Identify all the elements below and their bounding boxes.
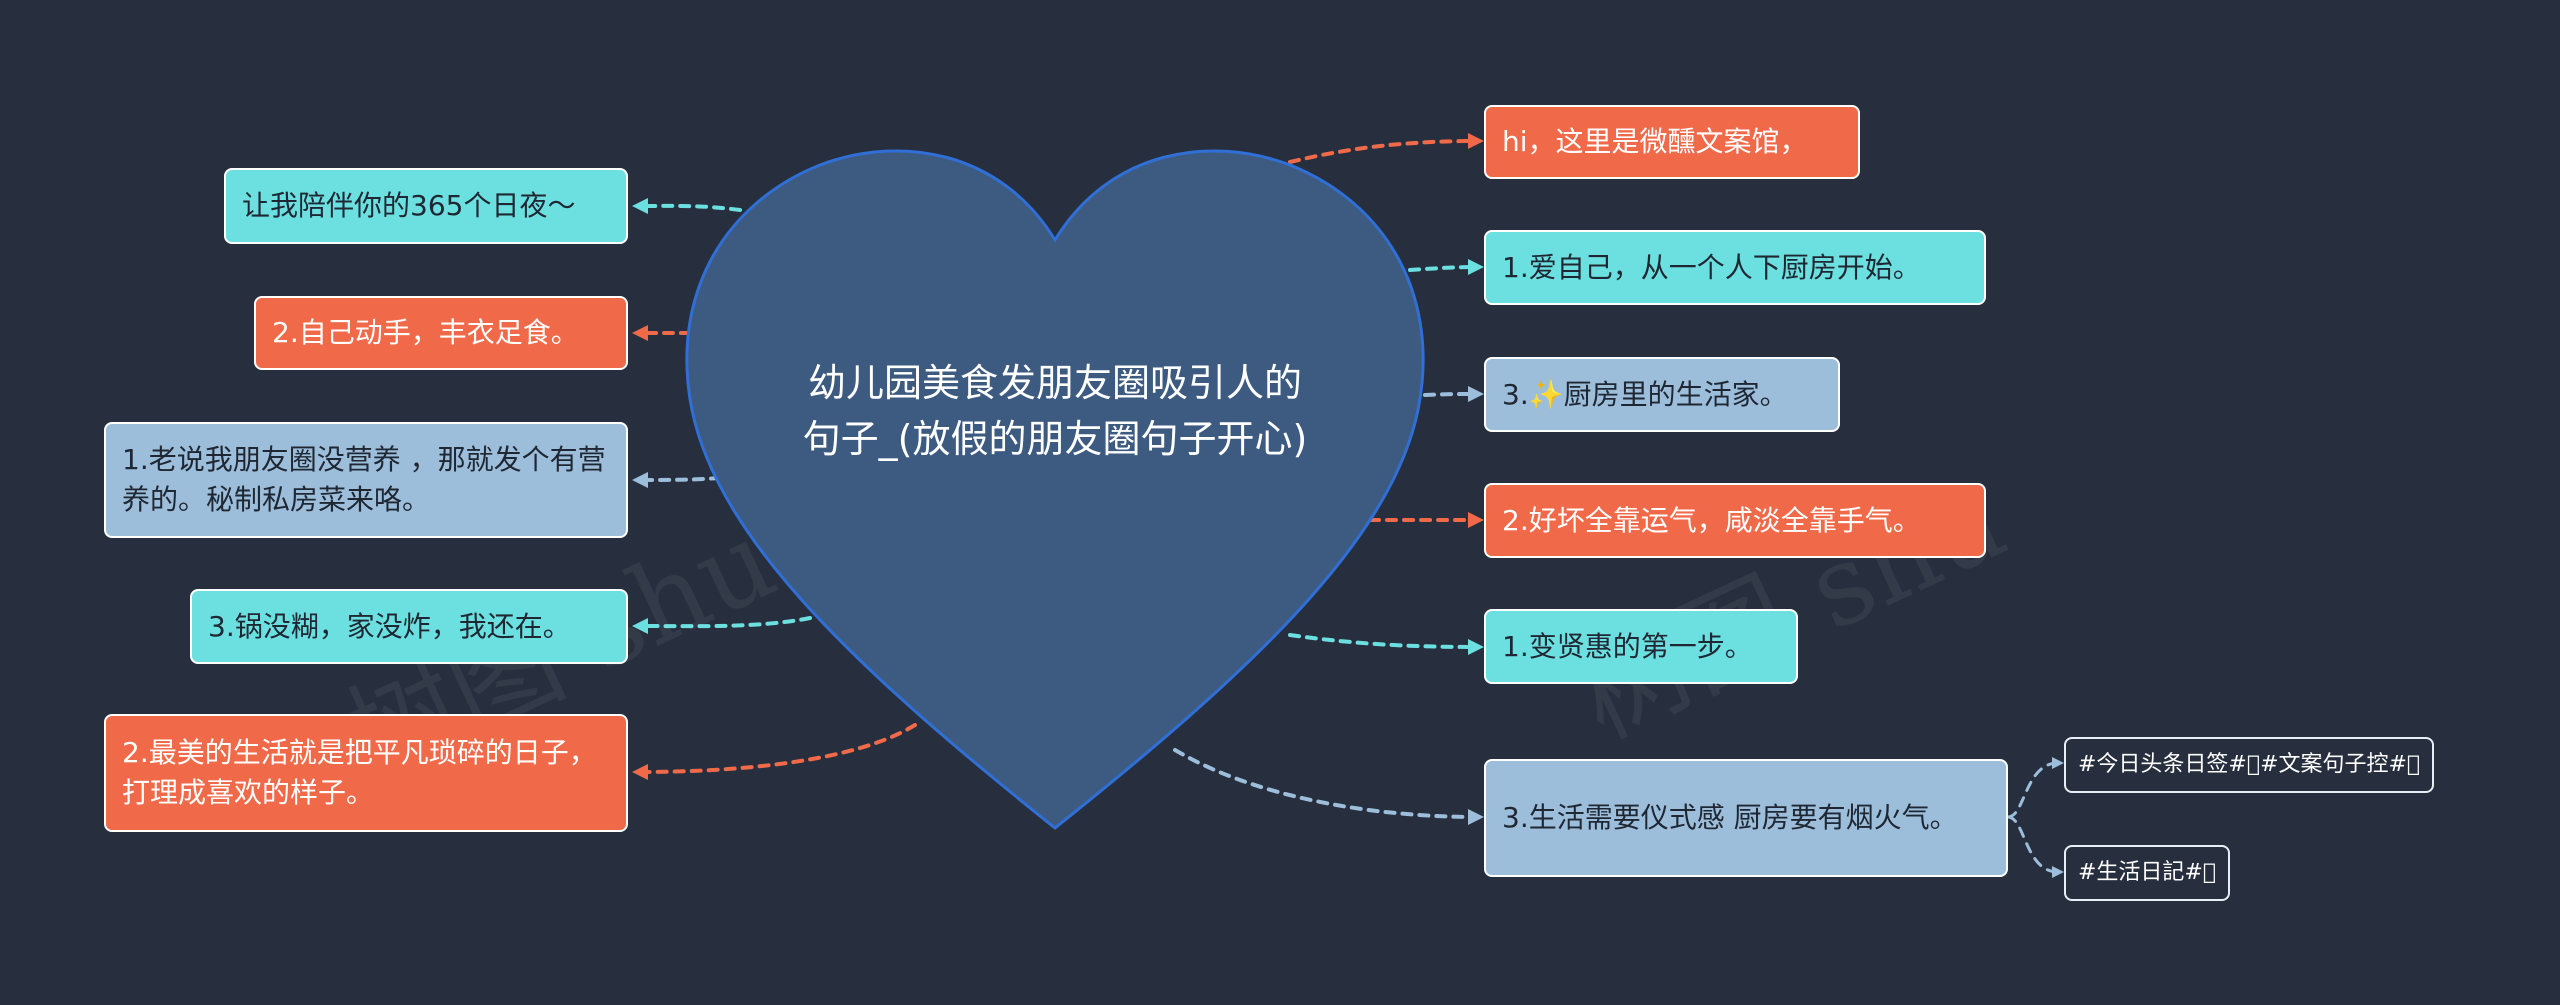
node-left-5[interactable]: 2.最美的生活就是把平凡琐碎的日子，打理成喜欢的样子。: [104, 714, 628, 832]
connector-t1: [2006, 761, 2060, 819]
connector-r6: [1173, 748, 1480, 819]
arrow-l5: [632, 764, 648, 780]
connector-l5: [638, 723, 917, 774]
connector-r5: [1288, 633, 1480, 649]
central-topic[interactable]: 幼儿园美食发朋友圈吸引人的句子_(放假的朋友圈句子开心): [802, 361, 1308, 461]
arrow-t2: [2052, 866, 2064, 878]
central-heart-shape: [685, 149, 1425, 830]
tag-node-1[interactable]: #今日头条日签#􀀀#文案句子控#􀀀: [2064, 737, 2435, 793]
node-left-3[interactable]: 1.老说我朋友圈没营养 ，那就发个有营养的。秘制私房菜来咯。: [104, 422, 628, 538]
arrow-l1: [632, 198, 648, 214]
node-right-4[interactable]: 2.好坏全靠运气，咸淡全靠手气。: [1484, 483, 1986, 558]
arrow-r1: [1468, 133, 1484, 149]
arrow-r4: [1468, 512, 1484, 528]
node-right-2[interactable]: 1.爱自己，从一个人下厨房开始。: [1484, 230, 1986, 305]
connector-l3: [638, 476, 722, 482]
connector-r2: [1408, 265, 1480, 272]
arrow-l2: [632, 325, 648, 341]
connector-l1: [638, 203, 742, 212]
node-right-6[interactable]: 3.生活需要仪式感 厨房要有烟火气。: [1484, 759, 2008, 877]
node-left-4[interactable]: 3.锅没糊，家没炸，我还在。: [190, 589, 628, 664]
arrow-t1: [2052, 757, 2064, 769]
node-right-3[interactable]: 3.✨厨房里的生活家。: [1484, 357, 1840, 432]
arrow-l4: [632, 618, 648, 634]
arrow-r2: [1468, 259, 1484, 275]
tag-node-2[interactable]: #生活日記#􀀀: [2064, 845, 2231, 901]
connector-r1: [1288, 139, 1480, 164]
connector-t2: [2006, 815, 2060, 874]
arrow-l3: [632, 472, 648, 488]
arrow-r5: [1468, 639, 1484, 655]
node-left-1[interactable]: 让我陪伴你的365个日夜～: [224, 168, 628, 244]
connector-l4: [638, 616, 812, 629]
arrow-r6: [1468, 809, 1484, 825]
arrow-r3: [1468, 386, 1484, 402]
connector-r3: [1423, 392, 1480, 397]
node-right-1[interactable]: hi，这里是微醺文案馆，: [1484, 105, 1860, 179]
node-right-5[interactable]: 1.变贤惠的第一步。: [1484, 609, 1798, 684]
node-left-2[interactable]: 2.自己动手，丰衣足食。: [254, 296, 628, 370]
